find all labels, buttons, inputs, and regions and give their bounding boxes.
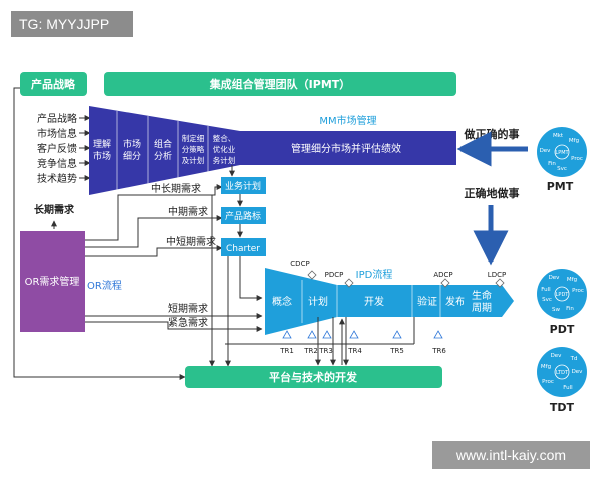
svg-text:Full: Full — [541, 287, 551, 293]
svg-text:Full: Full — [563, 385, 573, 391]
funnel-step: 制定细分策略及计划 — [182, 133, 205, 165]
tr-label: TR2 — [303, 347, 318, 355]
charter-label: Charter — [226, 244, 260, 254]
svg-text:LPMT: LPMT — [555, 150, 569, 156]
decision-label: LDCP — [488, 271, 506, 279]
product-strategy-label: 产品战略 — [31, 77, 76, 91]
technical-reviews: TR1 TR2 TR3 TR4 TR5 TR6 — [225, 317, 446, 366]
platform-tech-bar — [185, 366, 442, 388]
input-arrows — [79, 115, 91, 181]
tr-label: TR3 — [318, 347, 333, 355]
ipd-funnel — [265, 268, 502, 335]
or-demand-title: OR需求管理 — [25, 275, 80, 288]
mm-funnel — [89, 106, 240, 195]
tg-tag: TG: MYYJJPP — [11, 11, 133, 37]
input-label: 技术趋势 — [37, 172, 77, 185]
input-label: 市场信息 — [37, 127, 77, 140]
ipd-phase: 发布 — [445, 295, 465, 308]
ipd-dividers — [301, 280, 441, 323]
svg-text:Svc: Svc — [557, 166, 567, 172]
svg-text:Fin: Fin — [566, 306, 574, 312]
product-strategy-box — [20, 72, 87, 96]
decision-label: CDCP — [290, 260, 309, 268]
req-label: 紧急需求 — [168, 316, 208, 329]
input-label: 产品战略 — [37, 112, 77, 125]
ipd-phase: 验证 — [417, 295, 437, 308]
ipd-phase: 生命周期 — [472, 289, 492, 314]
ipmt-box — [104, 72, 456, 96]
svg-text:Dev: Dev — [551, 353, 563, 359]
req-label: 短期需求 — [168, 302, 208, 315]
svg-text:Mfg: Mfg — [541, 364, 551, 370]
pmt-label: PMT — [547, 180, 574, 193]
ipd-phase: 开发 — [364, 295, 384, 308]
mm-bar-text: 管理细分市场并评估绩效 — [291, 142, 401, 155]
platform-tech-label: 平台与技术的开发 — [269, 370, 358, 384]
tr-label: TR6 — [431, 347, 446, 355]
tr-label: TR4 — [347, 347, 362, 355]
requirement-lines — [85, 184, 263, 332]
svg-text:Dev: Dev — [540, 148, 552, 154]
decision-points: CDCP PDCP ADCP LDCP — [290, 260, 506, 288]
tdt-label: TDT — [550, 401, 575, 414]
watermark: www.intl-kaiy.com — [432, 441, 590, 469]
ipd-lifecycle-arrow — [465, 285, 514, 317]
funnel-step: 整合、优化业务计划 — [213, 133, 236, 165]
business-plan-label: 业务计划 — [225, 180, 261, 192]
mm-bar — [240, 131, 456, 165]
funnel-step: 理解市场 — [93, 138, 111, 162]
funnel-steps: 理解市场 市场细分 组合分析 制定细分策略及计划 整合、优化业务计划 — [93, 133, 236, 165]
long-term-demand-label: 长期需求 — [34, 203, 75, 216]
pdt-team-circle: Dev Mfg Full Proc LPDT Svc Sw Fin — [537, 269, 587, 319]
product-roadmap-label: 产品路标 — [225, 210, 261, 222]
decision-label: PDCP — [325, 271, 344, 279]
business-plan-box — [221, 177, 266, 194]
svg-text:Proc: Proc — [572, 288, 584, 294]
svg-text:Dev: Dev — [549, 275, 561, 281]
svg-text:LTDT: LTDT — [556, 370, 569, 376]
svg-text:Sw: Sw — [552, 307, 560, 313]
decision-label: ADCP — [433, 271, 452, 279]
pdt-label: PDT — [550, 323, 575, 336]
do-things-right-label: 正确地做事 — [465, 186, 520, 200]
req-label: 中长期需求 — [151, 182, 201, 195]
do-right-things-label: 做正确的事 — [464, 127, 520, 141]
input-label: 竞争信息 — [37, 157, 77, 170]
vertical-connectors — [209, 165, 263, 367]
ipd-phase: 计划 — [308, 295, 328, 308]
input-list: 产品战略 市场信息 客户反馈 竞争信息 技术趋势 — [37, 112, 77, 185]
funnel-step: 组合分析 — [154, 138, 172, 162]
funnel-step: 市场细分 — [123, 138, 141, 162]
requirement-labels: 中长期需求 中期需求 中短期需求 短期需求 紧急需求 — [151, 182, 216, 329]
mm-title: MM市场管理 — [319, 114, 376, 127]
svg-text:Mfg: Mfg — [569, 138, 579, 144]
tr-label: TR1 — [279, 347, 294, 355]
or-demand-box — [20, 231, 85, 332]
charter-box — [221, 238, 266, 256]
svg-text:Td: Td — [570, 356, 578, 362]
svg-text:LPDT: LPDT — [556, 292, 570, 298]
pmt-team-circle: Mkt Mfg Dev LPMT Fin Proc Svc — [537, 127, 587, 177]
svg-text:Svc: Svc — [542, 297, 552, 303]
tdt-team-circle: Dev Td Mfg Dev LTDT Proc Full — [537, 347, 587, 397]
input-label: 客户反馈 — [37, 142, 77, 155]
ipd-title: IPD流程 — [356, 268, 393, 281]
req-label: 中短期需求 — [166, 235, 216, 248]
ipd-phases: 概念 计划 开发 验证 发布 生命周期 — [272, 289, 492, 314]
tr-label: TR5 — [389, 347, 404, 355]
funnel-dividers — [116, 111, 209, 190]
ipmt-label: 集成组合管理团队（IPMT） — [209, 77, 351, 91]
or-flow-label: OR流程 — [87, 279, 122, 292]
svg-text:Mkt: Mkt — [553, 133, 564, 139]
svg-text:Mfg: Mfg — [567, 277, 577, 283]
svg-text:Proc: Proc — [542, 379, 554, 385]
svg-text:Dev: Dev — [572, 369, 584, 375]
ipd-phase: 概念 — [272, 295, 292, 308]
svg-text:Proc: Proc — [571, 156, 583, 162]
req-label: 中期需求 — [168, 205, 208, 218]
svg-text:Fin: Fin — [548, 161, 556, 167]
product-roadmap-box — [221, 207, 266, 224]
